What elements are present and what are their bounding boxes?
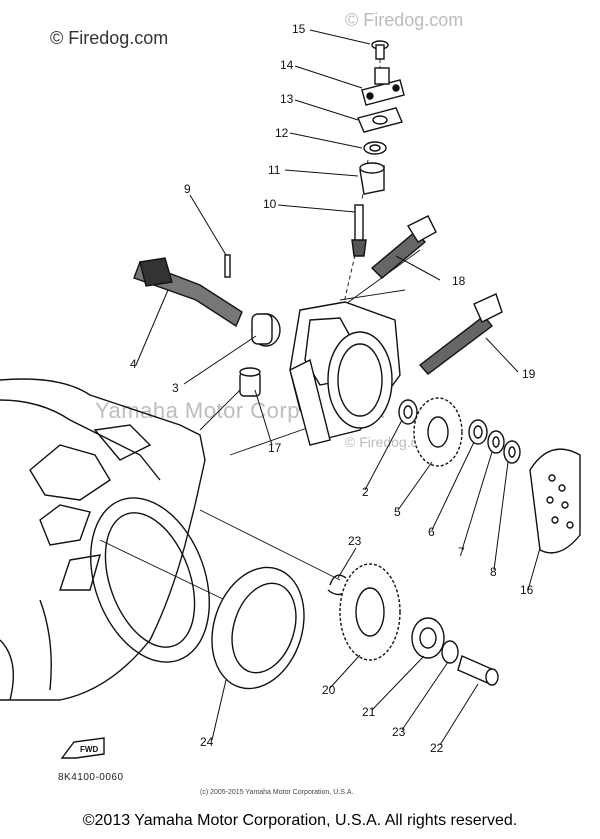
callout-23-lower: 23 (392, 725, 406, 739)
watermark-top-right: © Firedog.com (345, 10, 464, 30)
callout-3: 3 (172, 381, 179, 395)
callout-22: 22 (430, 741, 444, 755)
callout-13: 13 (280, 92, 294, 106)
callout-5: 5 (394, 505, 401, 519)
callout-20: 20 (322, 683, 336, 697)
engine-case-drawing (0, 378, 210, 701)
callout-16: 16 (520, 583, 534, 597)
callout-9: 9 (184, 182, 191, 196)
callout-15: 15 (292, 22, 306, 36)
fwd-label: FWD (80, 745, 98, 754)
callout-lines (135, 29, 541, 746)
callout-21: 21 (362, 705, 376, 719)
callout-24: 24 (200, 735, 214, 749)
parts (60, 40, 581, 759)
callout-10: 10 (263, 197, 277, 211)
callout-14: 14 (280, 58, 294, 72)
small-copyright: (c) 2005-2015 Yamaha Motor Corporation, … (200, 789, 354, 796)
callout-19: 19 (522, 367, 536, 381)
callout-4: 4 (130, 357, 137, 371)
callout-23-upper: 23 (348, 534, 362, 548)
footer-copyright: ©2013 Yamaha Motor Corporation, U.S.A. A… (82, 812, 518, 829)
callout-numbers: 15 14 13 12 11 10 9 18 19 4 3 17 2 5 6 7… (80, 22, 536, 755)
callout-2: 2 (362, 485, 369, 499)
watermark-top-left: © Firedog.com (50, 28, 169, 48)
callout-8: 8 (490, 565, 497, 579)
callout-17: 17 (268, 441, 282, 455)
callout-6: 6 (428, 525, 435, 539)
part-number: 8K4100-0060 (58, 772, 124, 783)
callout-18: 18 (452, 274, 466, 288)
callout-12: 12 (275, 126, 289, 140)
callout-7: 7 (458, 545, 465, 559)
callout-11: 11 (268, 163, 281, 177)
